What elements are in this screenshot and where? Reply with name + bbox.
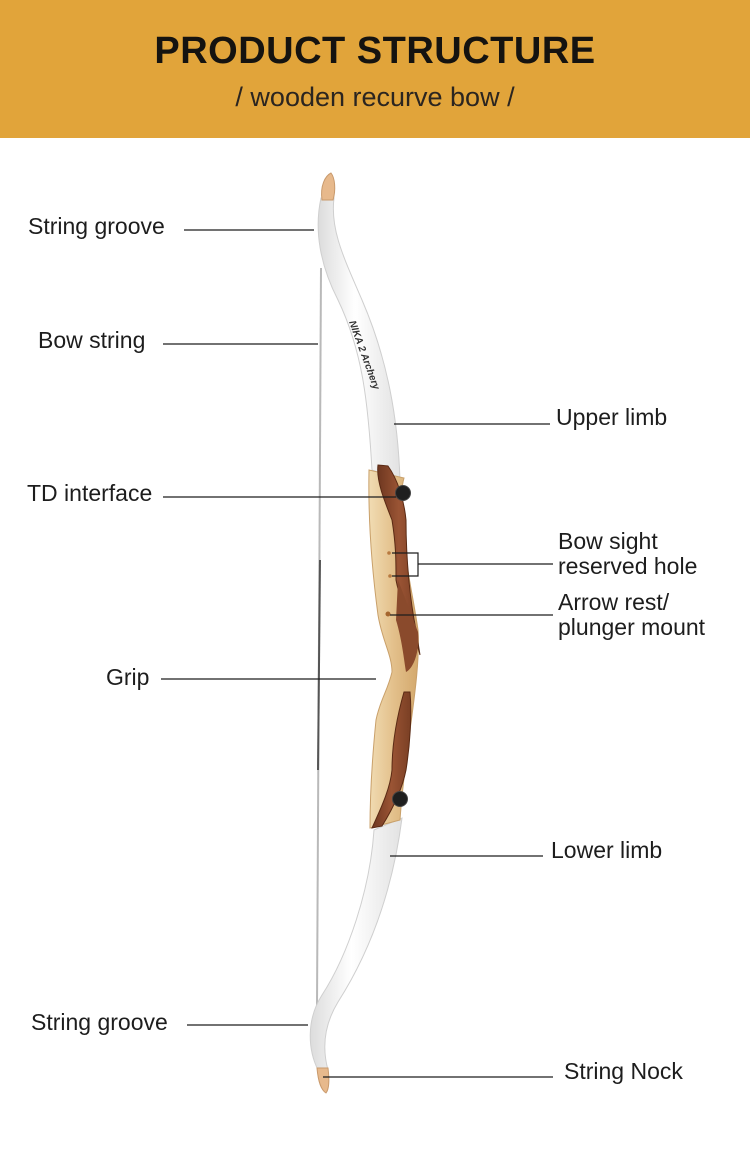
label-arrow-rest: Arrow rest/ plunger mount <box>558 590 705 640</box>
upper-limb-tip <box>321 172 336 201</box>
plunger-mount-hole <box>385 611 391 617</box>
label-arrow-rest-line2: plunger mount <box>558 614 706 640</box>
label-bow-sight-line2: reserved hole <box>558 553 698 579</box>
label-grip: Grip <box>106 664 150 690</box>
lower-limb-bolt <box>392 791 408 807</box>
page-title: PRODUCT STRUCTURE <box>154 30 596 72</box>
string-serving <box>317 559 321 771</box>
bow-sight-hole-1 <box>387 551 391 555</box>
label-bow-sight: Bow sight reserved hole <box>558 529 697 579</box>
bow-sight-hole-2 <box>388 574 392 578</box>
label-td-interface: TD interface <box>27 480 153 506</box>
td-interface-bolt <box>395 485 411 501</box>
lower-limb <box>309 817 403 1071</box>
label-bow-string: Bow string <box>38 327 146 353</box>
label-string-groove-bottom: String groove <box>31 1009 168 1035</box>
label-string-groove-top: String groove <box>28 213 165 239</box>
riser-accent-shelf <box>396 580 419 672</box>
label-string-nock: String Nock <box>564 1058 683 1084</box>
label-arrow-rest-line1: Arrow rest/ <box>558 589 670 615</box>
label-lower-limb: Lower limb <box>551 837 663 863</box>
banner-serrated-edge <box>0 128 750 138</box>
riser-accent-lower <box>371 691 412 829</box>
header-banner <box>0 0 750 138</box>
lower-limb-tip <box>316 1067 330 1094</box>
label-bow-sight-line1: Bow sight <box>558 528 658 554</box>
label-upper-limb: Upper limb <box>556 404 668 430</box>
page-subtitle: / wooden recurve bow / <box>235 82 515 112</box>
